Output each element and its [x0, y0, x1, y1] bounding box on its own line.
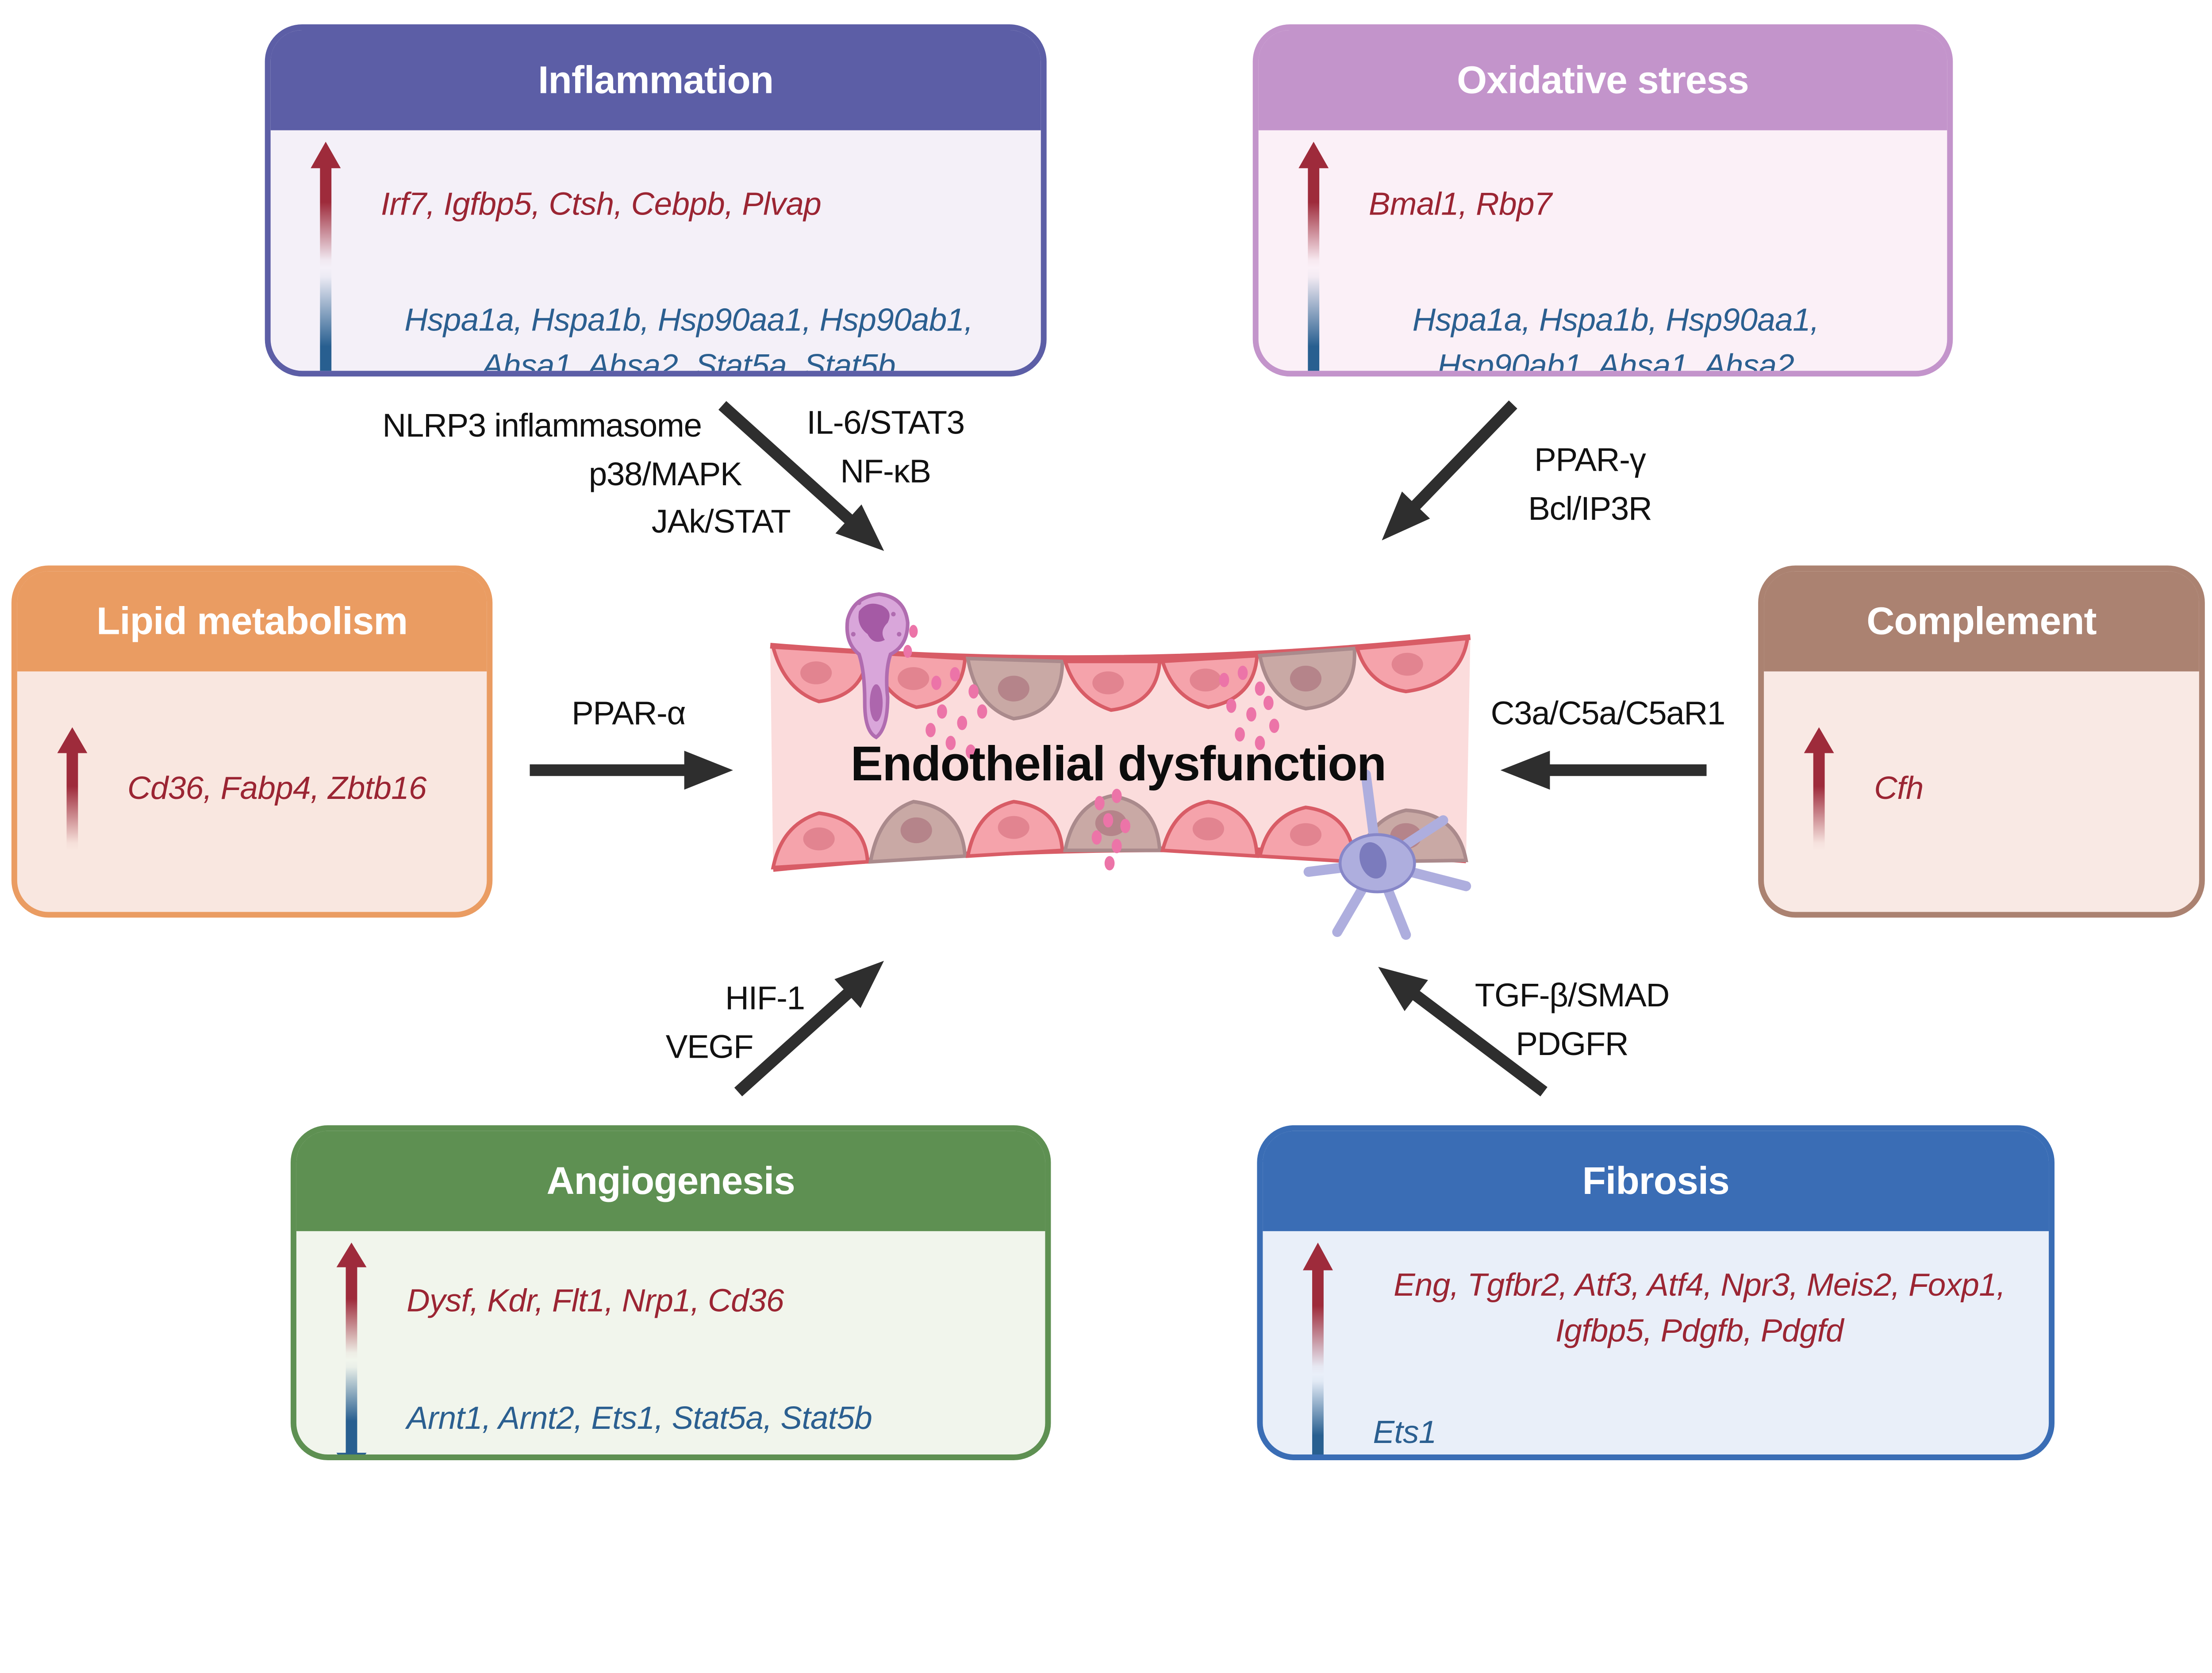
angiogenesis-box: Angiogenesis Dysf, Kdr, Flt1, Nrp1, Cd36… — [290, 1125, 1051, 1460]
oxidative-down-genes: Hspa1a, Hspa1b, Hsp90aa1, Hsp90ab1, Ahsa… — [1412, 302, 1820, 377]
pathway-line: HIF-1 — [725, 979, 805, 1017]
fibrosis-down-row: Ets1 — [1302, 1374, 1437, 1455]
pathway-line: p38/MAPK — [588, 454, 742, 492]
inflammation-box: Inflammation Irf7, Igfbp5, Ctsh, Cebpb, … — [265, 24, 1047, 377]
lipid-up-row: Cd36, Fabp4, Zbtb16 — [57, 727, 427, 851]
fibrosis-up-genes: Eng, Tgfbr2, Atf3, Atf4, Npr3, Meis2, Fo… — [1394, 1267, 2005, 1349]
fibrosis-box: Fibrosis Eng, Tgfbr2, Atf3, Atf4, Npr3, … — [1257, 1125, 2055, 1460]
complement-pathway: C3a/C5a/C5aR1 — [1475, 690, 1741, 738]
complement-body: Cfh — [1764, 672, 2199, 912]
fibrosis-down-genes: Ets1 — [1373, 1414, 1437, 1450]
inflammation-down-genes: Hspa1a, Hspa1b, Hsp90aa1, Hsp90ab1, Ahsa… — [404, 302, 973, 377]
oxidative-stress-body: Bmal1, Rbp7 Hspa1a, Hspa1b, Hsp90aa1, Hs… — [1259, 130, 1947, 371]
up-arrow-icon — [311, 142, 341, 268]
lipid-up-genes: Cd36, Fabp4, Zbtb16 — [127, 770, 427, 806]
up-arrow-icon — [1302, 1243, 1333, 1374]
complement-title: Complement — [1866, 599, 2097, 642]
figure-canvas: Inflammation Irf7, Igfbp5, Ctsh, Cebpb, … — [11, 24, 2205, 1460]
down-arrow-icon — [1302, 1374, 1333, 1455]
up-arrow-icon — [1804, 727, 1834, 851]
complement-up-row: Cfh — [1804, 727, 1924, 851]
pathway-line: IL-6/STAT3 — [806, 403, 965, 441]
pathway-line: NLRP3 inflammasome — [382, 407, 702, 444]
angiogenesis-down-row: Arnt1, Arnt2, Ets1, Stat5a, Stat5b — [336, 1360, 872, 1455]
angiogenesis-up-row: Dysf, Kdr, Flt1, Nrp1, Cd36 — [336, 1243, 784, 1360]
pathway-line: VEGF — [665, 1027, 754, 1065]
down-arrow-icon — [1298, 268, 1329, 371]
oxidative-stress-header: Oxidative stress — [1258, 30, 1947, 130]
angiogenesis-down-genes: Arnt1, Arnt2, Ets1, Stat5a, Stat5b — [407, 1400, 872, 1436]
complement-up-genes: Cfh — [1874, 770, 1924, 806]
lipid-metabolism-pathway: PPAR-α — [541, 690, 716, 738]
lipid-metabolism-title: Lipid metabolism — [96, 599, 408, 642]
fibrosis-title: Fibrosis — [1582, 1159, 1730, 1202]
inflammation-pathways-right: IL-6/STAT3 NF-κB — [789, 399, 982, 495]
pathway-line: TGF-β/SMAD — [1475, 976, 1670, 1014]
granule-dots — [903, 625, 1279, 871]
up-arrow-icon — [336, 1243, 367, 1360]
up-arrow-icon — [57, 727, 88, 851]
pericyte-cell — [1303, 769, 1471, 940]
oxidative-up-genes: Bmal1, Rbp7 — [1368, 186, 1552, 222]
pathway-line: Bcl/IP3R — [1528, 489, 1652, 526]
lipid-metabolism-arrow — [530, 751, 733, 790]
endothelial-cells-top — [771, 636, 1470, 721]
lipid-metabolism-box: Lipid metabolism Cd36, Fabp4, Zbtb16 — [11, 565, 493, 918]
inflammation-up-row: Irf7, Igfbp5, Ctsh, Cebpb, Plvap — [311, 142, 822, 268]
inflammation-up-genes: Irf7, Igfbp5, Ctsh, Cebpb, Plvap — [380, 186, 822, 222]
angiogenesis-header: Angiogenesis — [296, 1131, 1045, 1232]
down-arrow-icon — [311, 268, 341, 371]
oxidative-stress-pathways: PPAR-γ Bcl/IP3R — [1486, 437, 1694, 533]
complement-box: Complement Cfh — [1758, 565, 2205, 918]
up-arrow-icon — [1298, 142, 1329, 268]
fibrosis-up-row: Eng, Tgfbr2, Atf3, Atf4, Npr3, Meis2, Fo… — [1302, 1243, 2026, 1374]
inflammation-body: Irf7, Igfbp5, Ctsh, Cebpb, Plvap Hspa1a,… — [271, 130, 1041, 371]
center-label: Endothelial dysfunction — [850, 737, 1386, 792]
pathway-line: JAk/STAT — [651, 503, 791, 540]
endothelial-cells-bottom — [771, 794, 1468, 870]
lipid-metabolism-header: Lipid metabolism — [17, 571, 487, 672]
oxidative-up-row: Bmal1, Rbp7 — [1298, 142, 1552, 268]
angiogenesis-title: Angiogenesis — [546, 1159, 795, 1202]
oxidative-stress-box: Oxidative stress Bmal1, Rbp7 Hspa1a, Hsp… — [1252, 24, 1953, 377]
inflammation-title: Inflammation — [538, 58, 774, 101]
pathway-line: NF-κB — [840, 452, 931, 489]
lipid-metabolism-body: Cd36, Fabp4, Zbtb16 — [17, 672, 487, 912]
angiogenesis-body: Dysf, Kdr, Flt1, Nrp1, Cd36 Arnt1, Arnt2… — [296, 1231, 1045, 1455]
pathway-line: C3a/C5a/C5aR1 — [1490, 694, 1726, 732]
vessel-illustration — [770, 592, 1471, 940]
fibrosis-header: Fibrosis — [1263, 1131, 2049, 1232]
pathway-line: PDGFR — [1516, 1024, 1628, 1062]
inflammation-header: Inflammation — [270, 30, 1041, 130]
down-arrow-icon — [336, 1360, 367, 1455]
inflammation-down-row: Hspa1a, Hspa1b, Hsp90aa1, Hsp90ab1, Ahsa… — [311, 268, 996, 377]
oxidative-stress-title: Oxidative stress — [1457, 58, 1749, 101]
complement-header: Complement — [1764, 571, 2199, 672]
inflammation-pathways-left: NLRP3 inflammasome p38/MAPK JAk/STAT — [289, 402, 791, 546]
complement-arrow — [1501, 746, 1707, 794]
pathway-line: PPAR-γ — [1534, 441, 1646, 478]
angiogenesis-pathways: HIF-1 VEGF — [618, 975, 805, 1071]
fibrosis-pathways: TGF-β/SMAD PDGFR — [1449, 972, 1695, 1068]
angiogenesis-up-genes: Dysf, Kdr, Flt1, Nrp1, Cd36 — [407, 1282, 784, 1319]
pathway-line: PPAR-α — [572, 694, 686, 732]
fibrosis-body: Eng, Tgfbr2, Atf3, Atf4, Npr3, Meis2, Fo… — [1263, 1231, 2049, 1455]
oxidative-down-row: Hspa1a, Hspa1b, Hsp90aa1, Hsp90ab1, Ahsa… — [1298, 268, 1863, 377]
leukocyte-cell — [845, 592, 910, 740]
